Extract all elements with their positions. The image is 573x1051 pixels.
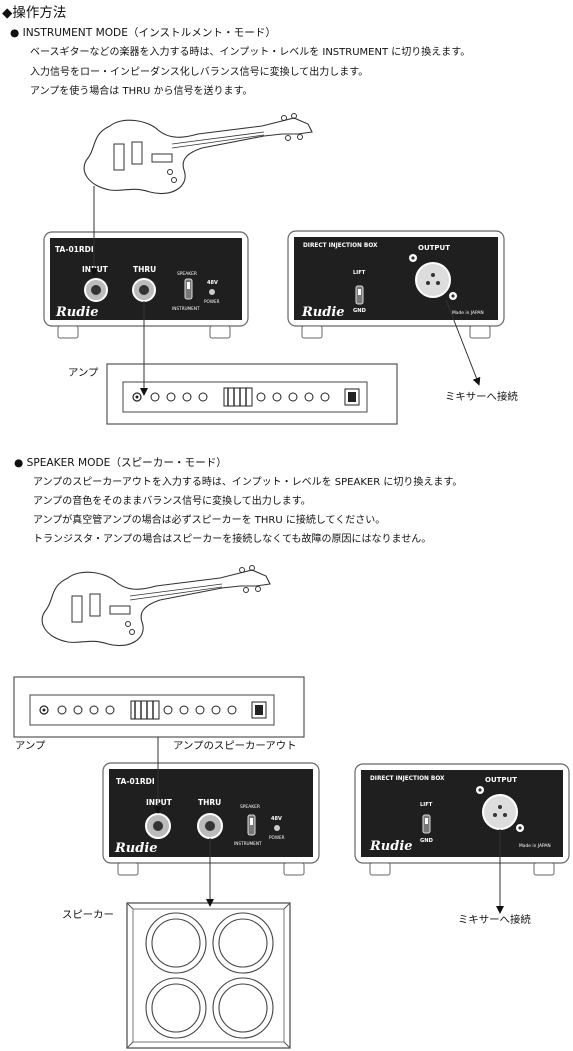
output-jack-label: OUTPUT — [485, 776, 517, 784]
amp-label-1: アンプ — [68, 367, 99, 379]
power-label: POWER — [269, 835, 285, 840]
ta01rdi-box-2 — [102, 762, 320, 876]
instrument-switch-label: INSTRUMENT — [234, 841, 262, 846]
amp-label-2: アンプ — [15, 740, 46, 752]
phantom-48v-label: 48V — [207, 280, 218, 286]
ta01rdi-box-1 — [43, 231, 249, 339]
speaker-switch-label: SPEAKER — [240, 804, 260, 810]
page-heading: ◆操作方法 — [2, 5, 67, 21]
speaker-cabinet — [126, 902, 291, 1049]
thru-jack-label: THRU — [198, 798, 221, 807]
section2-line: トランジスタ・アンプの場合はスピーカーを接続しなくても故障の原因にはなりません。 — [33, 534, 432, 545]
brand-logo: Rudie — [114, 841, 158, 856]
lift-label: LIFT — [420, 802, 433, 808]
bass-guitar-icon-2 — [41, 564, 271, 647]
dib-title: DIRECT INJECTION BOX — [303, 243, 378, 249]
model-label: TA-01RDI — [55, 245, 94, 254]
output-jack-label: OUTPUT — [418, 244, 450, 252]
section2-line: アンプの音色をそのままバランス信号に変換して出力します。 — [33, 496, 311, 507]
phantom-48v-label: 48V — [271, 816, 282, 822]
amplifier-head-2 — [13, 676, 305, 738]
section1-line: 入力信号をロー・インピーダンス化しバランス信号に変換して出力します。 — [30, 67, 369, 78]
direct-injection-box-2 — [354, 763, 570, 876]
section1-title: ● INSTRUMENT MODE（インストルメント・モード） — [10, 27, 276, 39]
section2-title: ● SPEAKER MODE（スピーカー・モード） — [14, 457, 227, 469]
mixer-label-1: ミキサーへ接続 — [445, 391, 518, 403]
section2-line: アンプのスピーカーアウトを入力する時は、インプット・レベルを SPEAKER に… — [33, 477, 463, 488]
power-label: POWER — [204, 299, 220, 304]
brand-logo: Rudie — [301, 305, 345, 320]
model-label: TA-01RDI — [116, 777, 155, 786]
brand-logo: Rudie — [369, 839, 413, 854]
output-to-mixer-cable — [445, 299, 481, 386]
made-in-label: Made in JAPAN — [519, 843, 551, 849]
mixer-label-2: ミキサーへ接続 — [458, 914, 531, 926]
bass-guitar-icon — [83, 112, 313, 195]
gnd-label: GND — [420, 838, 434, 844]
instrument-switch-label: INSTRUMENT — [172, 306, 200, 311]
gnd-label: GND — [353, 308, 367, 314]
lift-label: LIFT — [353, 270, 366, 276]
speaker-out-label: アンプのスピーカーアウト — [173, 740, 297, 752]
brand-logo: Rudie — [55, 305, 99, 320]
thru-jack-label: THRU — [133, 265, 156, 274]
amplifier-head-1 — [106, 363, 398, 425]
section1-line: ベースギターなどの楽器を入力する時は、インプット・レベルを INSTRUMENT… — [30, 47, 471, 58]
dib-title: DIRECT INJECTION BOX — [370, 776, 445, 782]
input-jack-label: INPUT — [146, 798, 173, 807]
speaker-label: スピーカー — [62, 909, 114, 921]
speaker-switch-label: SPEAKER — [177, 271, 197, 277]
section1-line: アンプを使う場合は THRU から信号を送ります。 — [30, 86, 253, 97]
direct-injection-box-1 — [287, 230, 505, 339]
section2-line: アンプが真空管アンプの場合は必ずスピーカーを THRU に接続してください。 — [33, 515, 386, 526]
made-in-label: Made in JAPAN — [452, 310, 484, 316]
input-jack-label: INPUT — [82, 265, 109, 274]
